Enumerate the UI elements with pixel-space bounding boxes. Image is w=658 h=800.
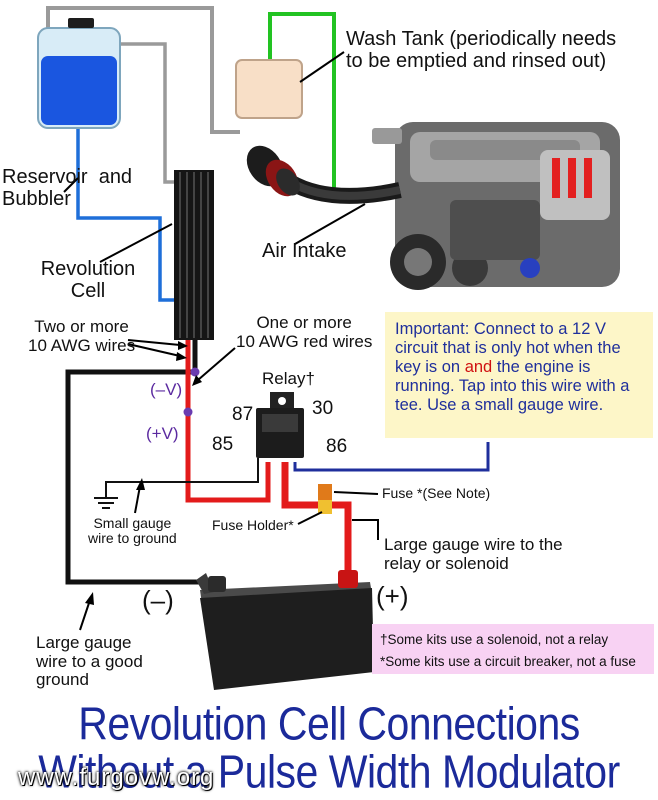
watermark: www.furgovw.org	[18, 764, 215, 791]
reservoir-leader	[63, 177, 79, 193]
engine-image	[372, 122, 620, 290]
revolution-cell-label: Revolution Cell	[40, 258, 136, 302]
large-gauge-arrow	[79, 592, 94, 631]
fuse-label: Fuse *(See Note)	[382, 485, 491, 501]
neg-terminal-dot	[190, 367, 200, 377]
fuse	[318, 484, 332, 514]
ground-wire	[105, 458, 259, 498]
cell-leader	[99, 223, 173, 263]
reservoir-bubbler	[37, 18, 121, 129]
relay	[256, 392, 304, 458]
blue-hose	[76, 128, 174, 302]
neg-v-label: (–V)	[150, 380, 183, 399]
wash-tank-leader	[299, 51, 345, 83]
air-intake-hose	[286, 174, 402, 204]
pos-terminal-dot	[183, 407, 193, 417]
small-gauge-label: Small gauge wire to ground	[88, 515, 177, 547]
awg-wires-label: Two or more 10 AWG wires	[28, 317, 136, 355]
terminal-85: 85	[212, 434, 234, 455]
important-note: Important: Connect to a 12 V circuit tha…	[385, 312, 653, 438]
reservoir-to-cell-hose	[118, 42, 174, 184]
air-intake-label: Air Intake	[262, 240, 347, 262]
relay-label: Relay†	[262, 369, 315, 388]
wash-tank-label: Wash Tank (periodically needs to be empt…	[346, 28, 617, 72]
battery-minus-label: (–)	[142, 585, 174, 615]
title-line-2: Without a Pulse Width Modulator	[38, 746, 620, 798]
awg-wires-arrows	[127, 339, 188, 361]
red-wires-label: One or more 10 AWG red wires	[236, 313, 373, 351]
large-gauge-relay-label: Large gauge wire to the relay or solenoi…	[384, 535, 563, 573]
small-gauge-arrow	[134, 478, 145, 514]
terminal-87: 87	[232, 404, 254, 425]
footnote-fuse: *Some kits use a circuit breaker, not a …	[380, 653, 636, 669]
fuse-leader	[333, 491, 379, 495]
green-hose	[268, 12, 336, 188]
footnote-relay: †Some kits use a solenoid, not a relay	[380, 632, 609, 647]
fuse-holder-leader	[297, 511, 323, 525]
battery-plus-label: (+)	[376, 581, 409, 611]
revolution-cell	[174, 170, 214, 340]
red-wires-arrow	[192, 347, 236, 386]
air-filter	[246, 145, 300, 197]
terminal-30: 30	[312, 398, 334, 419]
large-gauge-ground-label: Large gauge wire to a good ground	[36, 633, 143, 690]
terminal-86: 86	[326, 436, 348, 457]
ground-symbol	[94, 497, 118, 509]
grey-hose	[46, 6, 240, 134]
battery	[196, 570, 374, 690]
pos-v-label: (+V)	[146, 424, 179, 443]
wash-tank	[235, 59, 303, 119]
fuse-holder-label: Fuse Holder*	[212, 517, 294, 533]
relay-gauge-leader	[352, 519, 379, 540]
footnotes-box: †Some kits use a solenoid, not a relay *…	[372, 624, 654, 674]
title-line-1: Revolution Cell Connections	[78, 698, 580, 750]
reservoir-label: Reservoir and Bubbler	[2, 166, 133, 210]
negative-wire	[65, 340, 210, 585]
ignition-wire	[293, 442, 490, 472]
relay-30-wire	[281, 462, 352, 582]
positive-wire	[185, 340, 271, 503]
air-intake-leader	[294, 203, 366, 245]
